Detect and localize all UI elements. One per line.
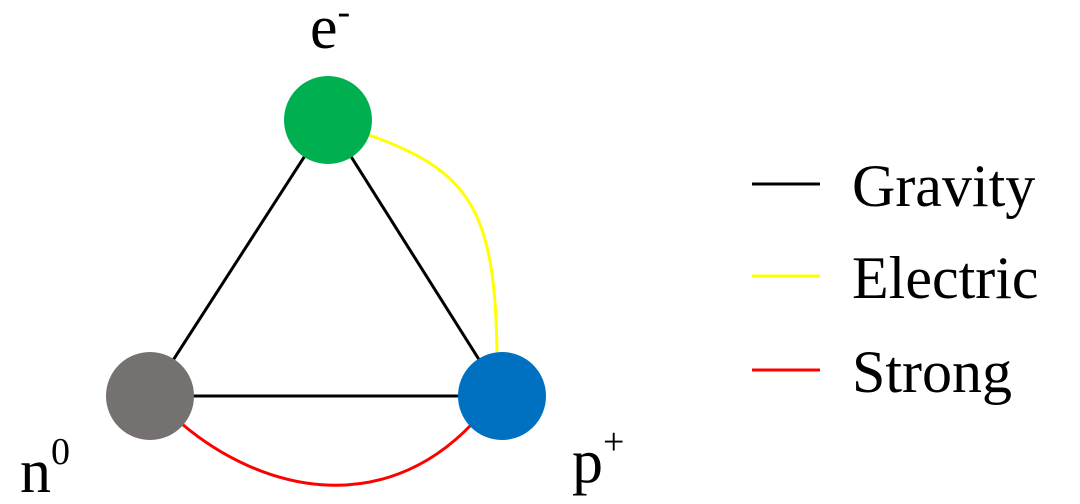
electron-symbol: e [310,0,338,62]
neutron-label: n0 [20,431,70,504]
proton-charge: + [603,421,624,463]
neutron-symbol: n [20,438,51,504]
proton-label: p+ [572,421,624,496]
electron-charge: - [338,0,351,33]
legend: Gravity Electric Strong [752,153,1039,405]
legend-electric-label: Electric [852,245,1039,311]
electric-edge-electron-proton [365,132,499,353]
proton-symbol: p [572,428,603,496]
neutron-node [106,352,194,440]
electron-node [284,76,372,164]
strong-edge-neutron-proton [181,422,474,487]
neutron-charge: 0 [51,431,70,473]
electron-label: e- [310,0,350,62]
gravity-edge-electron-neutron [148,119,330,397]
legend-gravity-label: Gravity [852,153,1035,219]
proton-node [458,352,546,440]
legend-strong-label: Strong [852,339,1012,405]
gravity-edge-electron-proton [326,119,504,397]
